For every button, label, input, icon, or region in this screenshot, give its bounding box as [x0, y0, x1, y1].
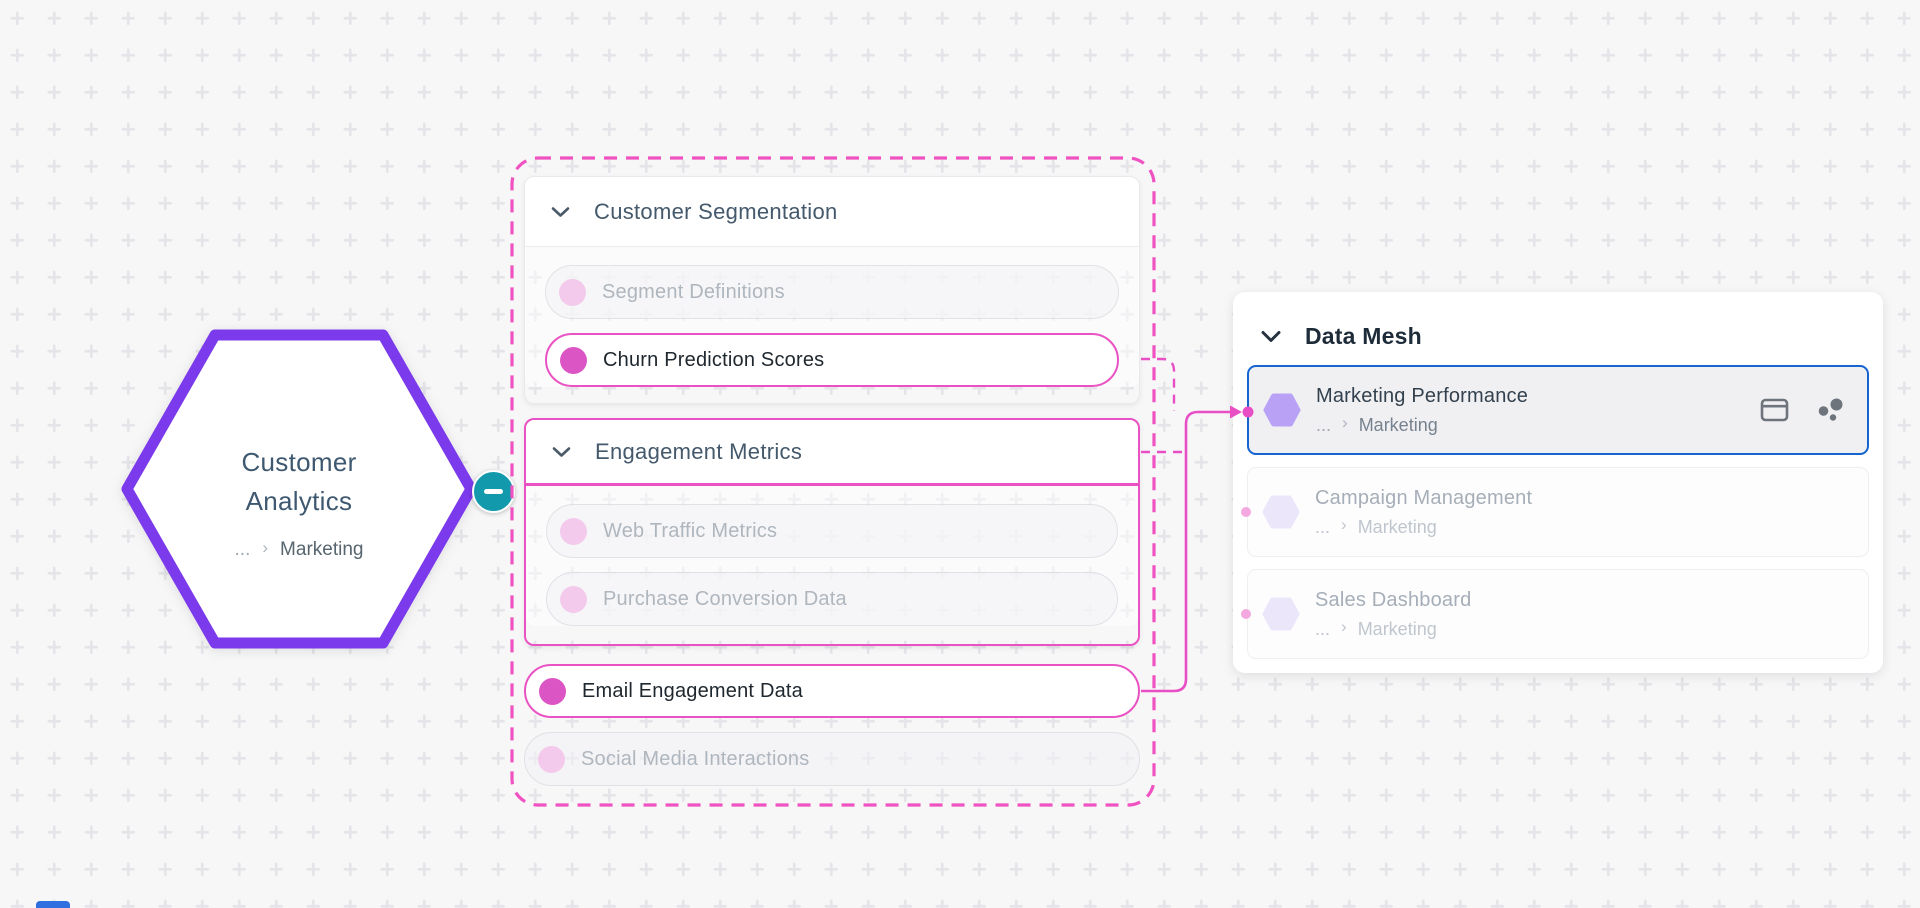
breadcrumb-ellipsis: ... — [1315, 516, 1331, 537]
minus-icon — [484, 489, 503, 494]
dataset-churn-prediction-scores[interactable]: Churn Prediction Scores — [545, 333, 1119, 387]
hexagon-node-icon — [1262, 495, 1300, 529]
mesh-row-title: Sales Dashboard — [1315, 588, 1472, 611]
mesh-row-campaign-management[interactable]: Campaign Management ... › Marketing — [1247, 467, 1869, 557]
breadcrumb-label: Marketing — [1357, 516, 1437, 537]
breadcrumb-label: Marketing — [280, 539, 364, 560]
data-mesh-header[interactable]: Data Mesh — [1233, 292, 1883, 356]
breadcrumb-ellipsis: ... — [1315, 618, 1331, 639]
chevron-right-icon: › — [1341, 515, 1347, 534]
breadcrumb-ellipsis: ... — [1316, 414, 1332, 435]
dataset-web-traffic-metrics[interactable]: Web Traffic Metrics — [546, 504, 1118, 558]
open-window-icon[interactable] — [1760, 398, 1789, 422]
breadcrumb-label: Marketing — [1357, 618, 1437, 639]
dataset-purchase-conversion-data[interactable]: Purchase Conversion Data — [546, 572, 1118, 626]
hexagon-shape-icon — [121, 329, 477, 649]
connection-handle[interactable] — [1241, 609, 1251, 619]
breadcrumb: ... › Marketing — [1315, 515, 1532, 538]
chevron-right-icon: › — [262, 538, 269, 557]
dataset-label: Segment Definitions — [602, 280, 785, 303]
breadcrumb-label: Marketing — [1358, 414, 1438, 435]
chevron-right-icon: › — [1342, 413, 1348, 432]
mesh-row-title: Marketing Performance — [1316, 384, 1529, 407]
dataset-dot-icon — [559, 278, 586, 306]
dataset-dot-icon — [560, 346, 587, 374]
breadcrumb: ... › Marketing — [234, 538, 364, 561]
panel-customer-segmentation: Customer Segmentation Segment Definition… — [524, 176, 1140, 404]
dataset-dot-icon — [560, 585, 587, 613]
dataset-dot-icon — [539, 677, 566, 705]
panel-engagement-metrics: Engagement Metrics Web Traffic Metrics P… — [524, 418, 1140, 646]
panel-title: Engagement Metrics — [595, 438, 803, 464]
panel-title: Customer Segmentation — [594, 198, 838, 224]
chevron-right-icon: › — [1341, 617, 1347, 636]
dataset-label: Email Engagement Data — [582, 679, 803, 702]
data-mesh-title: Data Mesh — [1305, 322, 1422, 349]
chevron-down-icon — [551, 206, 570, 217]
dataset-email-engagement-data[interactable]: Email Engagement Data — [524, 664, 1140, 718]
mesh-row-title: Campaign Management — [1315, 486, 1533, 509]
dataset-label: Web Traffic Metrics — [603, 519, 778, 542]
dataset-label: Churn Prediction Scores — [603, 348, 825, 371]
mesh-row-sales-dashboard[interactable]: Sales Dashboard ... › Marketing — [1247, 569, 1869, 659]
panel-header-engagement-metrics[interactable]: Engagement Metrics — [526, 420, 1138, 486]
connection-handle[interactable] — [1241, 507, 1251, 517]
collapse-node-button[interactable] — [472, 470, 515, 513]
lineage-dots-icon[interactable] — [1817, 397, 1845, 423]
breadcrumb-ellipsis: ... — [234, 539, 251, 560]
chevron-down-icon — [552, 446, 571, 457]
hexagon-node-icon — [1262, 597, 1300, 631]
chevron-down-icon — [1261, 330, 1281, 342]
customer-analytics-node[interactable]: Customer Analytics ... › Marketing — [118, 328, 480, 650]
dataset-label: Purchase Conversion Data — [603, 587, 847, 610]
data-mesh-card: Data Mesh Marketing Performance ... › Ma… — [1233, 292, 1883, 673]
bottom-left-partial-button[interactable] — [36, 901, 70, 908]
panel-header-customer-segmentation[interactable]: Customer Segmentation — [525, 177, 1139, 247]
mesh-row-marketing-performance[interactable]: Marketing Performance ... › Marketing — [1247, 365, 1869, 455]
dataset-social-media-interactions[interactable]: Social Media Interactions — [524, 732, 1140, 786]
node-title: Customer Analytics — [241, 447, 357, 516]
dataset-label: Social Media Interactions — [581, 747, 810, 770]
breadcrumb: ... › Marketing — [1315, 617, 1471, 640]
dataset-dot-icon — [538, 745, 565, 773]
dataset-segment-definitions[interactable]: Segment Definitions — [545, 265, 1119, 319]
hexagon-node-icon — [1263, 393, 1301, 427]
dataset-dot-icon — [560, 517, 587, 545]
breadcrumb: ... › Marketing — [1316, 413, 1528, 436]
